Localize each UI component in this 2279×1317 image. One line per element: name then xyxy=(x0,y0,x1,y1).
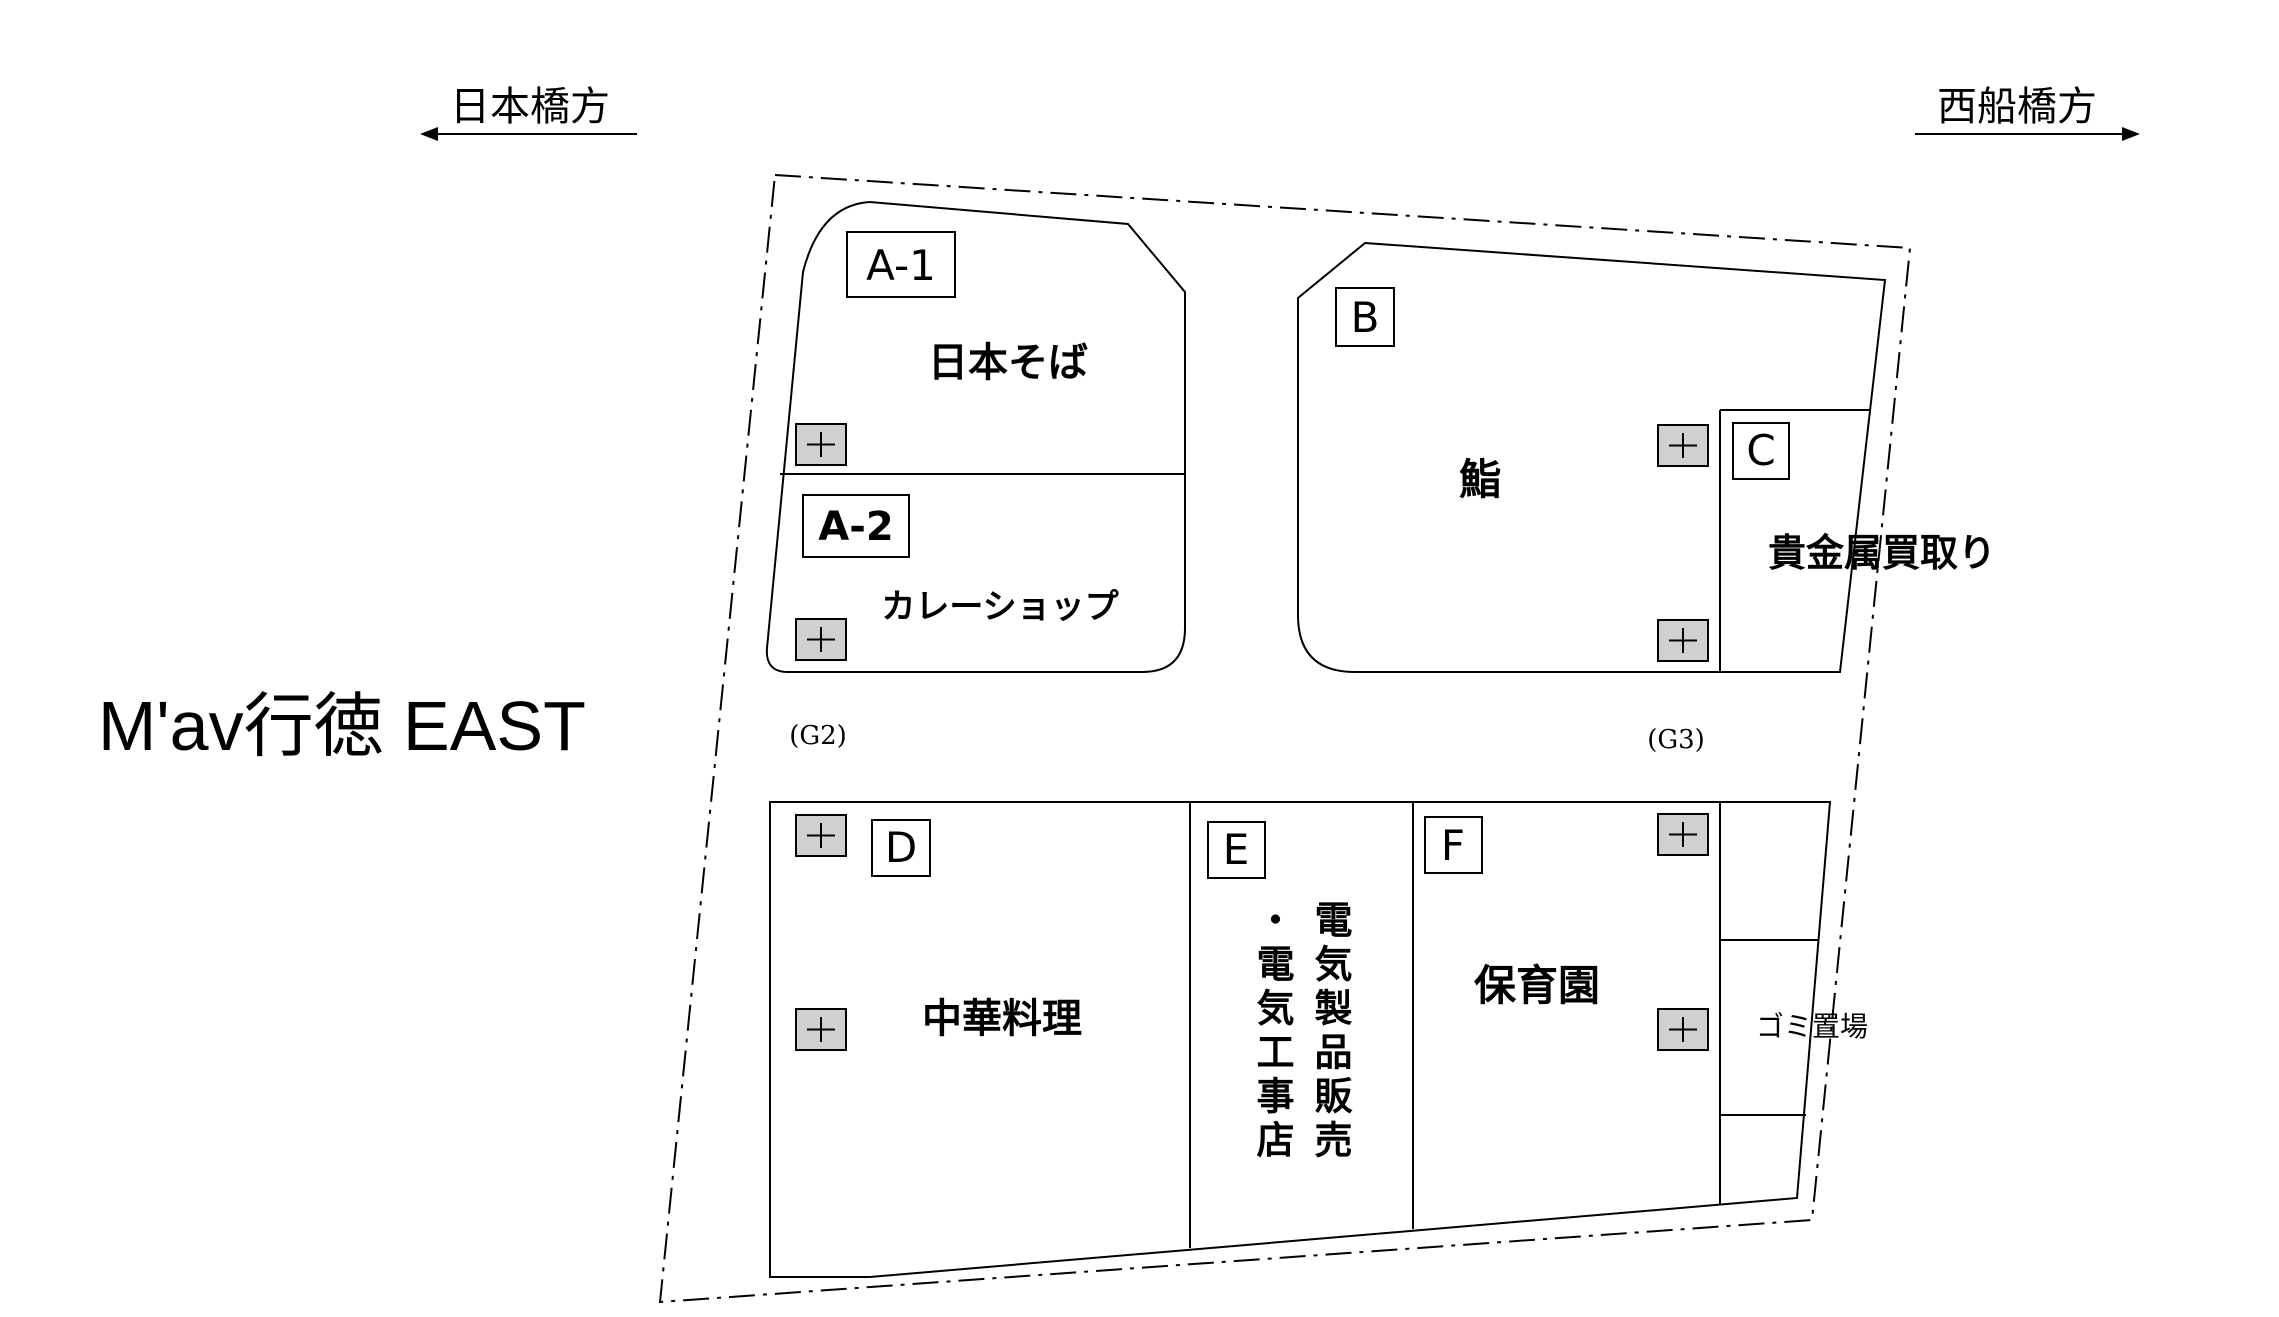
unit-code-f: F xyxy=(1424,816,1483,874)
arrow-right-head xyxy=(2122,127,2140,141)
arrow-left-head xyxy=(420,127,438,141)
unit-name-e-line2: ・電気工事店 xyxy=(1250,900,1294,1164)
block-a-outline xyxy=(765,200,1186,673)
unit-code-a1-label: A-1 xyxy=(866,241,936,290)
plus-box-icon xyxy=(1657,619,1709,662)
unit-code-b: B xyxy=(1335,287,1395,347)
unit-code-c-label: C xyxy=(1746,426,1775,475)
unit-code-d: D xyxy=(871,819,931,877)
unit-name-e-line1: 電気製品販売 xyxy=(1308,900,1352,1164)
direction-left-label: 日本橋方 xyxy=(450,84,610,130)
unit-code-b-label: B xyxy=(1351,293,1380,342)
unit-name-b: 鮨 xyxy=(1459,455,1501,504)
unit-code-f-label: F xyxy=(1441,821,1465,870)
unit-name-a2: カレーショップ xyxy=(881,587,1118,627)
direction-right: 西船橋方 xyxy=(1915,84,2140,141)
unit-name-d: 中華料理 xyxy=(922,996,1082,1042)
plus-box-icon xyxy=(1657,424,1709,467)
plus-box-icon xyxy=(795,1008,847,1051)
unit-code-e: E xyxy=(1207,821,1266,879)
block-def xyxy=(769,801,1832,1278)
unit-code-d-label: D xyxy=(885,823,917,872)
plus-box-icon xyxy=(795,423,847,466)
site-title: M'av行徳 EAST xyxy=(98,687,586,765)
block-bc-outline xyxy=(1297,241,1887,673)
garbage-area-label: ゴミ置場 xyxy=(1756,1010,1868,1043)
block-a xyxy=(765,200,1186,673)
plus-box-icon xyxy=(1657,1008,1709,1051)
unit-name-c: 貴金属買取り xyxy=(1768,531,1996,575)
block-def-outline xyxy=(769,801,1832,1278)
direction-left: 日本橋方 xyxy=(420,84,637,141)
unit-name-f: 保育園 xyxy=(1474,961,1600,1010)
direction-right-label: 西船橋方 xyxy=(1937,84,2097,130)
unit-code-a1: A-1 xyxy=(846,231,956,298)
unit-code-a2-label: A-2 xyxy=(818,504,893,550)
block-bc xyxy=(1297,241,1887,673)
plus-box-icon xyxy=(1657,813,1709,856)
unit-code-e-label: E xyxy=(1223,825,1250,874)
site-boundary xyxy=(658,173,1912,1304)
gate-g2-label: (G2) xyxy=(789,721,847,751)
plus-box-icon xyxy=(795,618,847,661)
unit-code-a2: A-2 xyxy=(802,494,910,558)
plus-box-icon xyxy=(795,814,847,857)
gate-g3-label: (G3) xyxy=(1647,725,1705,755)
unit-name-a1: 日本そば xyxy=(928,340,1088,386)
unit-code-c: C xyxy=(1732,422,1790,480)
